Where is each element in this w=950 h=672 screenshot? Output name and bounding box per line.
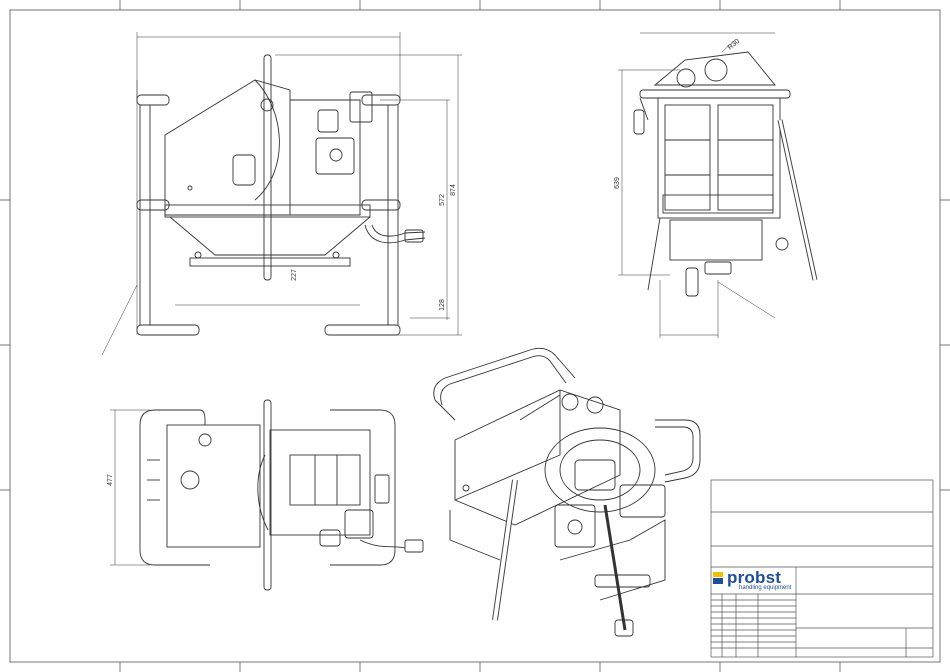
dim-front-center: 227 <box>291 269 298 281</box>
dim-front-base: 128 <box>439 299 446 311</box>
dim-side-height: 639 <box>614 177 621 189</box>
isometric-view <box>434 348 700 636</box>
dim-front-total-height: 874 <box>450 184 457 196</box>
top-view <box>110 400 423 590</box>
probst-logo: probst handling equipment <box>711 568 795 594</box>
dim-top-depth: 477 <box>107 474 114 486</box>
side-view <box>618 33 815 338</box>
front-view <box>102 32 462 355</box>
dim-side-radius: R30 <box>727 38 741 52</box>
probst-logo-mark-icon <box>713 572 723 584</box>
dim-front-inner-height: 572 <box>439 194 446 206</box>
probst-logo-tagline: handling equipment <box>739 585 791 591</box>
